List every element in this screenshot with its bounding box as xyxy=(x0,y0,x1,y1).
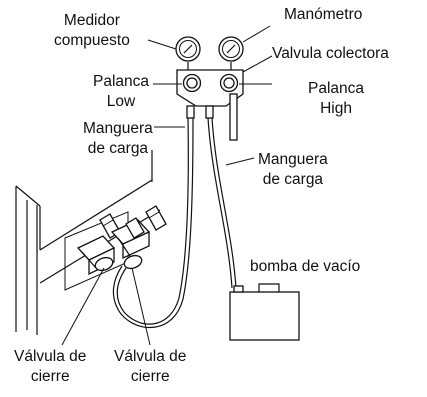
shutoff-valve-2 xyxy=(110,205,167,270)
compound-gauge xyxy=(175,36,201,71)
label-manometro: Manómetro xyxy=(284,6,363,23)
label-palanca-low: Palanca Low xyxy=(93,73,150,110)
label-valvula-cierre-2: Válvula de cierre xyxy=(114,348,187,385)
pressure-gauge xyxy=(218,36,244,71)
charging-hoses xyxy=(112,117,237,329)
label-medidor-compuesto: Medidor compuesto xyxy=(54,12,130,49)
manifold-gauge-set xyxy=(175,36,244,141)
label-valvula-colectora: Valvula colectora xyxy=(272,45,389,62)
label-manguera-carga-izq: Manguera de carga xyxy=(83,120,153,157)
label-manguera-carga-der: Manguera de carga xyxy=(258,151,328,188)
manifold-body xyxy=(176,69,244,141)
leader-lines xyxy=(61,25,273,346)
label-valvula-cierre-1: Válvula de cierre xyxy=(14,348,87,385)
label-bomba-de-vacio: bomba de vacío xyxy=(250,258,361,275)
label-palanca-high: Palanca High xyxy=(308,80,365,117)
vacuum-pump xyxy=(229,283,300,341)
shutoff-valve-1 xyxy=(76,213,121,276)
shutoff-valves xyxy=(76,205,167,276)
